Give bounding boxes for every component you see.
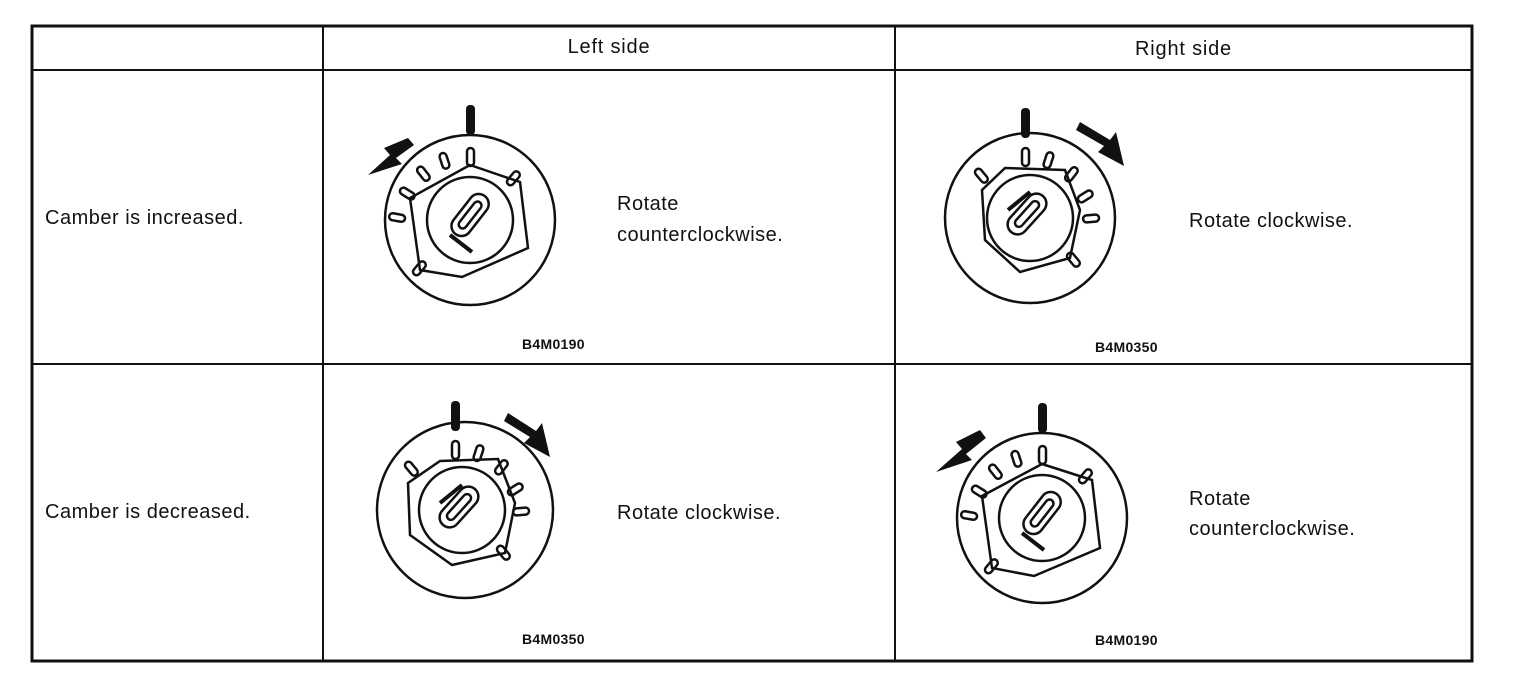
arrow-counterclockwise-icon (936, 430, 986, 472)
figure-code: B4M0350 (1095, 339, 1158, 355)
adjuster-dial-figure-ccw (936, 403, 1129, 605)
instruction-text: Rotate clockwise. (1189, 210, 1354, 232)
figure-code: B4M0350 (522, 631, 585, 647)
arrow-clockwise-icon (1076, 122, 1124, 166)
instruction-text: Rotate (1189, 488, 1251, 510)
figure-code: B4M0190 (1095, 632, 1158, 648)
adjuster-dial-figure-ccw (368, 105, 557, 307)
adjuster-dial-figure-cw (375, 401, 555, 600)
row-condition-decreased: Camber is decreased. (45, 501, 251, 523)
instruction-text-line2: counterclockwise. (1189, 518, 1356, 540)
adjuster-dial-figure-cw (943, 108, 1124, 305)
instruction-text-line2: counterclockwise. (617, 224, 784, 246)
header-left-side: Left side (567, 36, 651, 58)
row-condition-increased: Camber is increased. (45, 207, 244, 229)
header-right-side: Right side (1135, 38, 1232, 60)
arrow-clockwise-icon (504, 413, 550, 457)
arrow-counterclockwise-icon (368, 138, 414, 175)
instruction-text: Rotate (617, 193, 679, 215)
figure-code: B4M0190 (522, 336, 585, 352)
instruction-text: Rotate clockwise. (617, 502, 782, 524)
